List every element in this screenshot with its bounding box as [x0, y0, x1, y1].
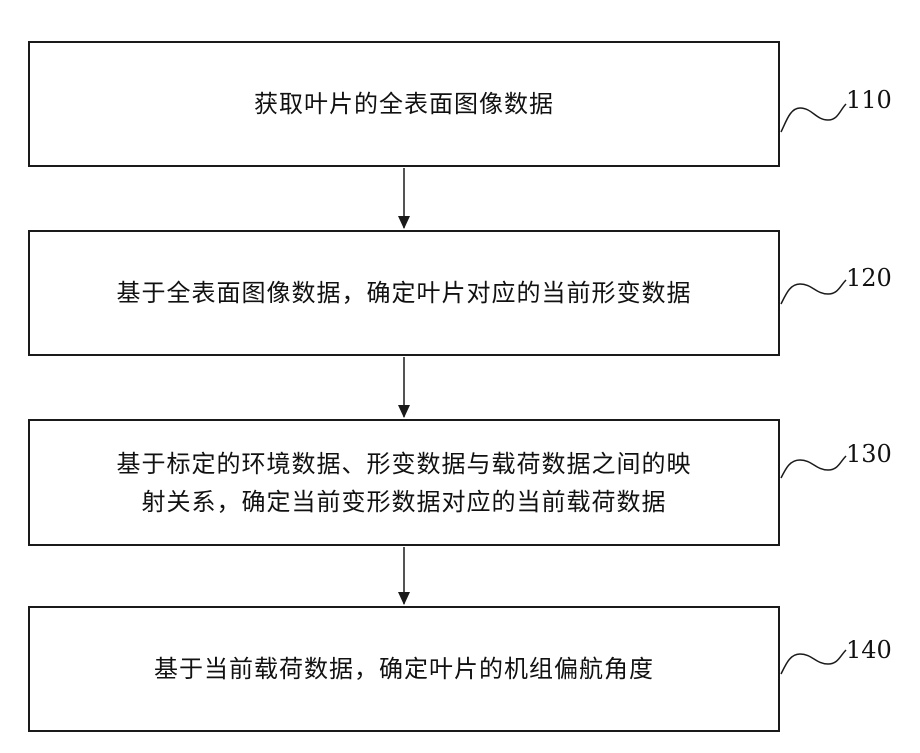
- step-box-120: 基于全表面图像数据，确定叶片对应的当前形变数据: [28, 230, 780, 356]
- step-text-120: 基于全表面图像数据，确定叶片对应的当前形变数据: [103, 274, 706, 312]
- arrow-130-to-140: [398, 547, 410, 605]
- arrow-110-to-120: [398, 168, 410, 229]
- step-text-110: 获取叶片的全表面图像数据: [240, 85, 568, 123]
- step-ref-number-140: 140: [846, 636, 892, 664]
- arrow-120-to-130: [398, 357, 410, 418]
- step-box-140: 基于当前载荷数据，确定叶片的机组偏航角度: [28, 606, 780, 732]
- step-ref-number-110: 110: [846, 86, 892, 114]
- step-box-110: 获取叶片的全表面图像数据: [28, 41, 780, 167]
- step-text-130: 基于标定的环境数据、形变数据与载荷数据之间的映 射关系，确定当前变形数据对应的当…: [103, 445, 706, 521]
- step-text-130-line-1: 基于标定的环境数据、形变数据与载荷数据之间的映: [117, 445, 692, 483]
- step-text-130-line-2: 射关系，确定当前变形数据对应的当前载荷数据: [117, 483, 692, 521]
- leader-line-120: [781, 280, 846, 304]
- leader-line-110: [781, 104, 846, 132]
- leader-line-130: [781, 456, 846, 478]
- step-text-140: 基于当前载荷数据，确定叶片的机组偏航角度: [140, 650, 668, 688]
- step-ref-number-120: 120: [846, 264, 892, 292]
- leader-line-140: [781, 650, 846, 674]
- step-box-130: 基于标定的环境数据、形变数据与载荷数据之间的映 射关系，确定当前变形数据对应的当…: [28, 419, 780, 546]
- step-ref-number-130: 130: [846, 440, 892, 468]
